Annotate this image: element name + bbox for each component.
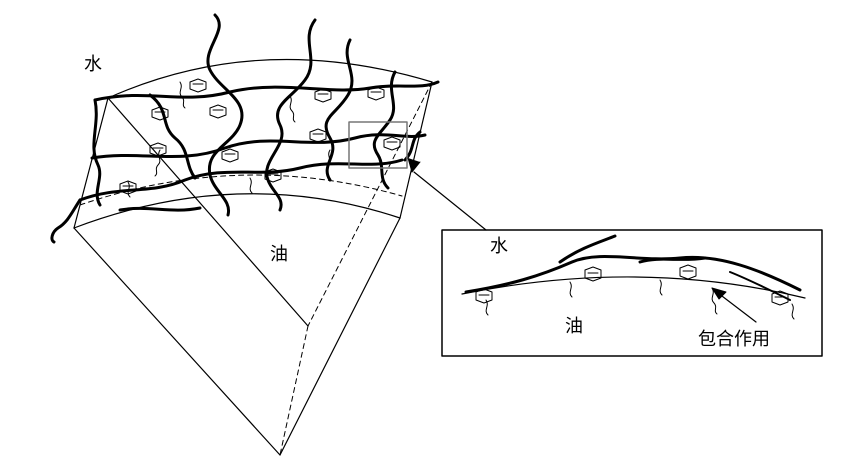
inclusion-ring [151, 106, 169, 121]
sector-front-arc [73, 193, 401, 229]
side-chain [179, 81, 186, 109]
inset-interface [461, 234, 806, 323]
polymer-chain [90, 133, 427, 160]
side-chain [127, 181, 131, 198]
polymer-chain [265, 18, 317, 212]
inset-polymer-chain [729, 271, 791, 301]
cone-right-edge [279, 217, 401, 456]
hidden-edges [79, 81, 433, 456]
inclusion-ring [149, 142, 167, 157]
inset-side-chain [485, 299, 489, 316]
inset-inclusion-ring [679, 264, 697, 280]
inclusion-ring [189, 78, 207, 93]
cone-left-edge [73, 227, 281, 456]
water-label: 水 [84, 54, 102, 75]
side-chain [249, 177, 253, 194]
polymer-chain [206, 13, 244, 217]
inclusion-ring [221, 148, 239, 163]
polymer-chain [93, 80, 440, 102]
side-chain [327, 149, 331, 166]
inset-polymer-chain [464, 255, 802, 294]
inclusion-pointer-head [711, 287, 727, 300]
sector-outline [73, 58, 433, 456]
hidden-right-edge [307, 81, 433, 327]
zoom-connector-line [413, 171, 487, 231]
inclusion-ring [119, 180, 137, 195]
inclusion-ring [309, 128, 327, 143]
inset-water-label: 水 [490, 236, 508, 257]
inset-inclusion-ring [771, 290, 789, 306]
inset-polymer-chain [558, 234, 617, 264]
inset-polymer-chain [638, 256, 707, 264]
zoom-arrow-head [407, 157, 421, 173]
inset-interface-line [461, 276, 806, 299]
inset-panel [441, 229, 823, 357]
sector-right-edge [399, 81, 433, 219]
inset-side-chain [791, 303, 795, 320]
inset-side-chain [569, 281, 573, 298]
sector-top-arc [107, 58, 433, 99]
inset-side-chain [711, 287, 718, 315]
polymer-network [50, 13, 440, 244]
inclusion-ring [209, 104, 227, 119]
inset-inclusion-ring [475, 288, 493, 304]
inclusion-ring [314, 88, 332, 103]
hidden-apex-edge [279, 325, 309, 456]
zoom-highlight-box [348, 121, 408, 169]
polymer-chain [372, 70, 397, 190]
inset-side-chain [659, 279, 663, 296]
polymer-chain [92, 98, 102, 207]
inclusion-ring [264, 168, 282, 183]
side-chain [289, 95, 296, 123]
polymer-chain [50, 198, 82, 244]
oil-label: 油 [270, 244, 288, 265]
polymer-chain [118, 206, 202, 212]
inset-inclusion-ring [584, 266, 602, 282]
polymer-chain [148, 93, 197, 180]
hidden-arc [79, 174, 403, 206]
side-chains [127, 81, 331, 198]
side-chain [154, 149, 161, 177]
inclusion-ring [383, 136, 401, 151]
inclusion-label: 包合作用 [698, 329, 770, 350]
polymer-chain [324, 38, 354, 182]
inclusion-rings [119, 78, 401, 195]
inset-oil-label: 油 [565, 316, 583, 337]
cone-inner-edge [107, 97, 309, 327]
inclusion-ring [367, 86, 385, 101]
sector-left-edge [73, 97, 109, 229]
inclusion-pointer-arrow [717, 292, 757, 323]
